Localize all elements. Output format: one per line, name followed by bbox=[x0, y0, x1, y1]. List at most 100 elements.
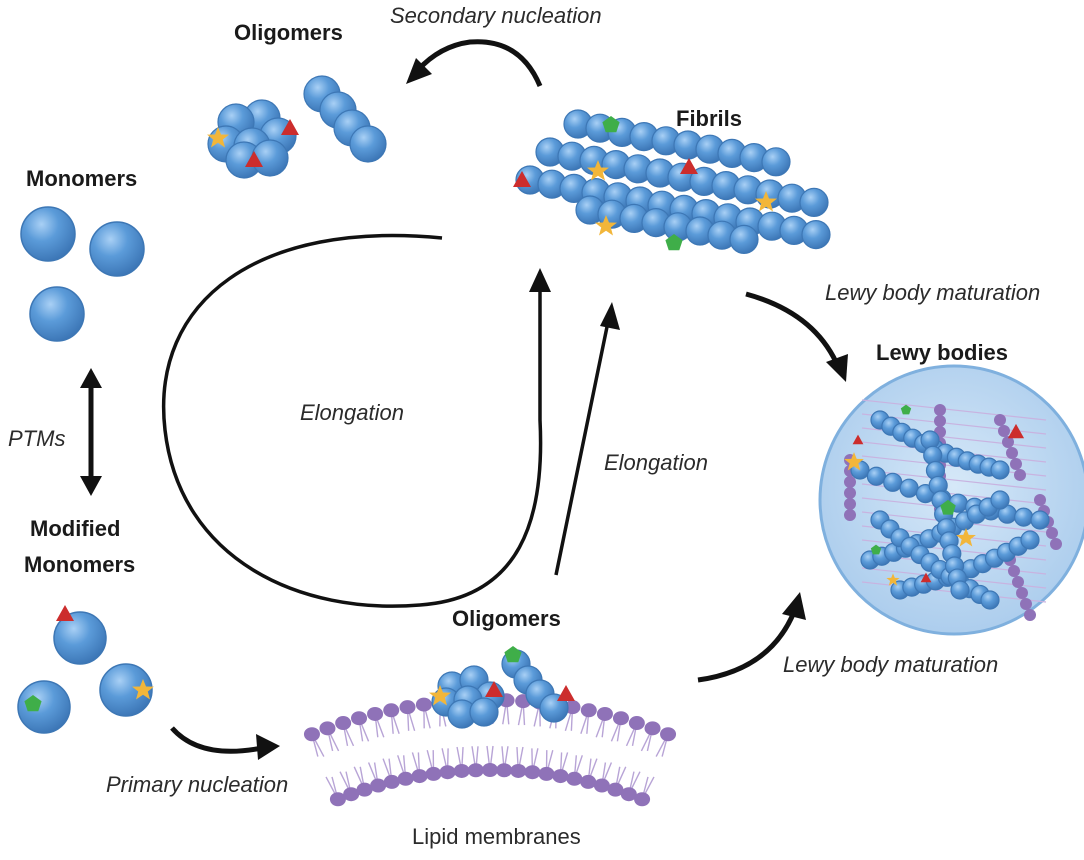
lipid-head bbox=[934, 404, 946, 416]
monomer-sphere bbox=[20, 206, 76, 262]
monomer-sphere bbox=[29, 286, 85, 342]
lewy-fibril-monomer bbox=[990, 490, 1010, 510]
lipid-head bbox=[356, 782, 373, 797]
lipid-head bbox=[998, 425, 1010, 437]
secondary-nucleation-arrow bbox=[416, 39, 543, 87]
oligomer-chain-top bbox=[303, 75, 387, 163]
lewy-maturation-arrow-top bbox=[745, 291, 839, 364]
pentagon-ptm-icon bbox=[504, 646, 522, 663]
lipid-head bbox=[1010, 458, 1022, 470]
lewy-fibril-monomer bbox=[980, 590, 1000, 610]
lewy-maturation-arrow-bottom bbox=[697, 611, 797, 683]
primary-nucleation-label: Primary nucleation bbox=[106, 772, 289, 797]
lipid-head bbox=[628, 716, 645, 731]
modified-monomers-label-line1: Modified bbox=[30, 516, 121, 541]
lewy-fibril-monomer bbox=[950, 580, 970, 600]
lipid-head bbox=[343, 787, 360, 802]
fibril-monomer bbox=[801, 220, 831, 250]
lipid-head bbox=[1050, 538, 1062, 550]
elongation-right-label: Elongation bbox=[604, 450, 708, 475]
lipid-head bbox=[467, 763, 484, 778]
lipid-head bbox=[634, 792, 651, 807]
lipid-head bbox=[367, 706, 384, 721]
lipid-head bbox=[1020, 598, 1032, 610]
monomers-label: Monomers bbox=[26, 166, 138, 191]
modified-monomer-sphere bbox=[53, 611, 107, 665]
lipid-head bbox=[453, 763, 470, 778]
lipid-head bbox=[596, 706, 613, 721]
lipid-head bbox=[566, 771, 583, 786]
primary-nucleation-arrow bbox=[170, 726, 263, 754]
lipid-head bbox=[593, 778, 610, 793]
lipid-head bbox=[383, 703, 400, 718]
lewy-fibril-monomer bbox=[1030, 510, 1050, 530]
lipid-head bbox=[580, 703, 597, 718]
fibril-monomer bbox=[799, 187, 829, 217]
lipid-head bbox=[482, 763, 498, 777]
lewy-fibril-monomer bbox=[1014, 507, 1034, 527]
oligomers-bottom-label: Oligomers bbox=[452, 606, 561, 631]
lipid-head bbox=[510, 763, 527, 778]
elongation-loop-label: Elongation bbox=[300, 400, 404, 425]
lipid-head bbox=[844, 476, 856, 488]
lipid-membranes-label: Lipid membranes bbox=[412, 824, 581, 849]
lipid-head bbox=[1002, 436, 1014, 448]
lipid-head bbox=[1016, 587, 1028, 599]
oligomer-cluster-membrane bbox=[429, 665, 505, 729]
lipid-head bbox=[1008, 565, 1020, 577]
lipid-head bbox=[335, 716, 352, 731]
lipid-head bbox=[351, 711, 368, 726]
lipid-head bbox=[329, 792, 346, 807]
lipid-head bbox=[1024, 609, 1036, 621]
oligomer-chain-membrane bbox=[501, 646, 575, 723]
lipid-head bbox=[1006, 447, 1018, 459]
lipid-head bbox=[564, 700, 581, 715]
lipid-head bbox=[383, 774, 400, 789]
ptm-double-arrow bbox=[80, 368, 102, 496]
lipid-head bbox=[538, 766, 555, 781]
lipid-head bbox=[370, 778, 387, 793]
modified-monomer-sphere bbox=[99, 663, 153, 717]
triangle-ptm-icon bbox=[557, 685, 575, 701]
lipid-head bbox=[620, 787, 637, 802]
lipid-head bbox=[844, 487, 856, 499]
modified-monomers-label-line2: Monomers bbox=[24, 552, 136, 577]
secondary-nucleation-label: Secondary nucleation bbox=[390, 3, 602, 28]
elongation-loop-arrow bbox=[161, 233, 543, 608]
lipid-head bbox=[612, 711, 629, 726]
lipid-head bbox=[580, 774, 597, 789]
lipid-head bbox=[1034, 494, 1046, 506]
lipid-head bbox=[399, 700, 416, 715]
lewy-fibril-monomer bbox=[883, 472, 903, 492]
fibril-bundle bbox=[513, 109, 831, 254]
lipid-head bbox=[397, 771, 414, 786]
lipid-head bbox=[303, 727, 320, 742]
lipid-head bbox=[1014, 469, 1026, 481]
modified-monomer-group bbox=[17, 605, 154, 734]
lipid-head bbox=[425, 766, 442, 781]
fibril-monomer bbox=[729, 224, 759, 254]
lipid-head bbox=[1012, 576, 1024, 588]
oligomer-cluster-top bbox=[207, 99, 299, 179]
lewy-body-maturation-top-label: Lewy body maturation bbox=[825, 280, 1041, 305]
lipid-head bbox=[644, 721, 661, 736]
lipid-head bbox=[1046, 527, 1058, 539]
lipid-head bbox=[415, 697, 432, 712]
lipid-head bbox=[411, 769, 428, 784]
lewy-fibril-monomer bbox=[866, 466, 886, 486]
lipid-head bbox=[319, 721, 336, 736]
lewy-bodies-label: Lewy bodies bbox=[876, 340, 1009, 365]
monomer-group bbox=[20, 206, 145, 342]
lipid-head bbox=[496, 763, 513, 778]
oligomers-top-label: Oligomers bbox=[234, 20, 343, 45]
lipid-head bbox=[844, 498, 856, 510]
fibril-monomer bbox=[761, 147, 791, 177]
monomer-sphere bbox=[89, 221, 145, 277]
lipid-head bbox=[524, 765, 541, 780]
lipid-head bbox=[934, 415, 946, 427]
lewy-fibril-monomer bbox=[1020, 530, 1040, 550]
lipid-head bbox=[660, 727, 677, 742]
lipid-head bbox=[994, 414, 1006, 426]
